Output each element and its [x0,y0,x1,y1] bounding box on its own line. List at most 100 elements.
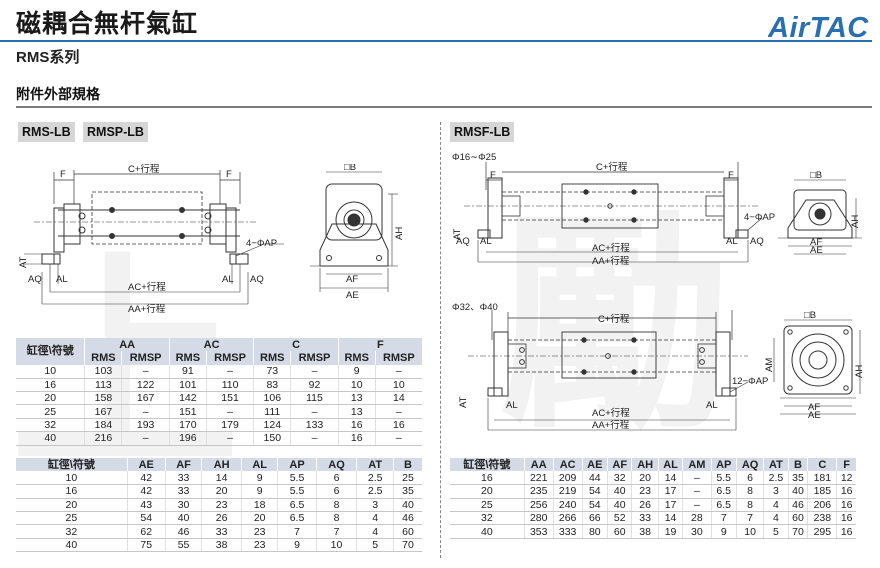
label-aa-stroke: AA+行程 [128,303,166,315]
table-cell: 9 [241,484,279,499]
table-cell: 16 [16,484,128,499]
col-subheader: RMS [338,351,376,365]
table-cell: 20 [201,484,242,499]
table-cell: 5.5 [277,471,317,486]
table-cell: 25 [450,498,525,513]
table-cell: 70 [788,524,809,539]
col-group-header: C [253,338,339,352]
table-cell: 10 [375,378,422,393]
table-cell: 158 [84,391,123,406]
label-ah-2: AH [854,365,865,378]
table-cell: 2.5 [356,484,394,499]
table-cell: 167 [121,391,170,406]
section-title: 附件外部規格 [16,86,100,102]
table-cell: 3 [763,484,789,499]
label-ae: AE [346,290,359,301]
table-cell: 110 [206,378,255,393]
label-ah: AH [394,227,405,240]
table-cell: 9 [338,364,376,379]
table-cell: 16 [836,498,856,513]
table-cell: 133 [290,418,339,433]
label-ah-1: AH [850,215,861,228]
label-at-2: AT [458,396,469,408]
table-cell: 196 [169,431,207,446]
col-subheader: RMSP [290,351,339,365]
table-cell: 16 [338,431,376,446]
table-cell: 2.5 [356,471,394,486]
table-cell: 32 [16,418,86,433]
table-cell: 66 [582,511,609,526]
rms-lb-drawing: F F C+行程 □B 4−ΦAP AH AT AQ AL AL AQ AC+行… [18,164,405,315]
table-cell: – [121,404,170,419]
table-cell: 266 [553,511,583,526]
table-cell: 10 [316,538,358,553]
table-cell: 5.5 [711,471,737,486]
table-cell: 23 [201,498,242,513]
table-cell: 10 [16,364,86,379]
side-view [24,170,284,305]
label-bore-range-2: Φ32、Φ40 [452,302,498,313]
label-al-right: AL [222,274,234,285]
table-cell: 54 [582,498,609,513]
table-cell: 46 [165,524,203,539]
table-cell: 33 [201,524,242,539]
table-cell: 46 [393,511,422,526]
table-cell: – [375,404,422,419]
table-cell: 75 [127,538,166,553]
table-cell: 19 [658,524,684,539]
table-cell: 16 [836,511,856,526]
table-cell: – [206,364,255,379]
table-cell: – [290,431,339,446]
col-header: B [788,458,809,472]
table-cell: 14 [658,511,684,526]
col-group-header: AA [84,338,170,352]
label-f-left: F [60,169,66,180]
col-header: B [393,458,422,472]
table-cell: 30 [165,498,203,513]
table-cell: 4 [356,524,394,539]
table-cell: 60 [607,524,633,539]
table-cell: 6 [316,484,358,499]
col-subheader: RMSP [206,351,255,365]
col-header: C [807,458,838,472]
table-cell: 70 [393,538,422,553]
table-cell: 7 [316,524,358,539]
section-rule [16,106,872,108]
label-aq-right: AQ [250,274,264,285]
table-cell: 35 [393,484,422,499]
col-header: AL [241,458,279,472]
col-header: AH [631,458,659,472]
end-view [310,171,398,292]
table-cell: 5.5 [277,484,317,499]
table-cell: – [290,364,339,379]
table-cell: 8 [316,498,358,513]
table-cell: – [375,364,422,379]
table-cell: 40 [165,511,203,526]
col-header: AP [711,458,737,472]
table-row-header: 缸徑\符號 [16,458,128,472]
col-subheader: RMS [84,351,123,365]
label-af: AF [346,274,358,285]
table-cell: 16 [16,378,86,393]
table-cell: 16 [450,471,525,486]
col-header: AF [165,458,203,472]
label-4-phi-ap-1: 4−ΦAP [744,212,775,223]
table-cell: 40 [607,498,633,513]
label-al-right-1: AL [726,236,738,247]
logo-text: AirTAC [768,12,869,42]
table-cell: 40 [16,431,86,446]
label-am: AM [764,358,775,372]
table-cell: 73 [253,364,292,379]
table-cell: 40 [16,538,128,553]
col-header: AQ [316,458,358,472]
col-header: F [836,458,856,472]
col-header: AT [356,458,394,472]
table-cell: 2.5 [763,471,789,486]
table-cell: 209 [553,471,583,486]
